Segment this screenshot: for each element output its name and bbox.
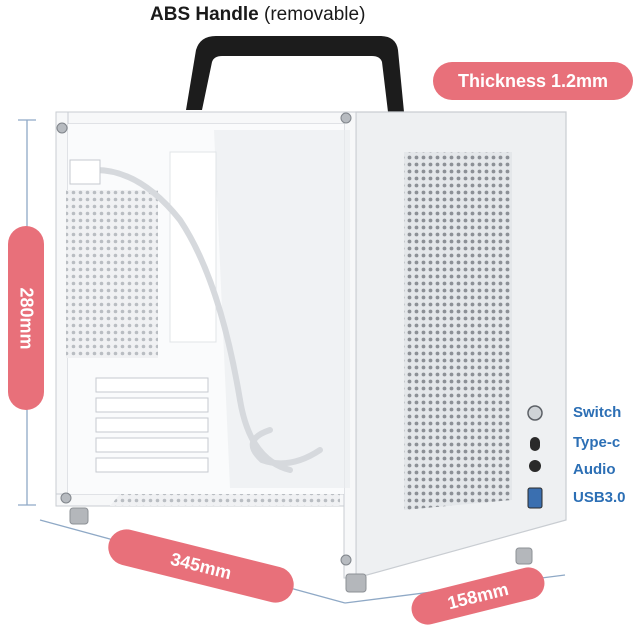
handle-title-bold: ABS Handle: [150, 4, 265, 25]
thickness-badge: Thickness 1.2mm: [433, 62, 633, 100]
port-label-usb3: USB3.0: [573, 489, 626, 506]
case-front-frame: [55, 111, 357, 579]
port-label-audio: Audio: [573, 461, 616, 478]
handle-title-removable: removable: [270, 4, 360, 25]
height-dimension-label: 280mm: [16, 286, 37, 350]
case-side-panel: [355, 111, 567, 579]
abs-handle: [186, 36, 404, 112]
handle-title: ABS Handle (removable): [150, 4, 365, 26]
handle-title-paren-open: (: [264, 4, 271, 25]
handle-title-paren-close: ): [359, 4, 366, 25]
height-dimension-badge: 280mm: [8, 226, 44, 410]
port-label-switch: Switch: [573, 404, 622, 421]
io-panel: [527, 405, 543, 509]
case-feet: [69, 507, 533, 593]
port-label-type-c: Type-c: [573, 434, 621, 451]
